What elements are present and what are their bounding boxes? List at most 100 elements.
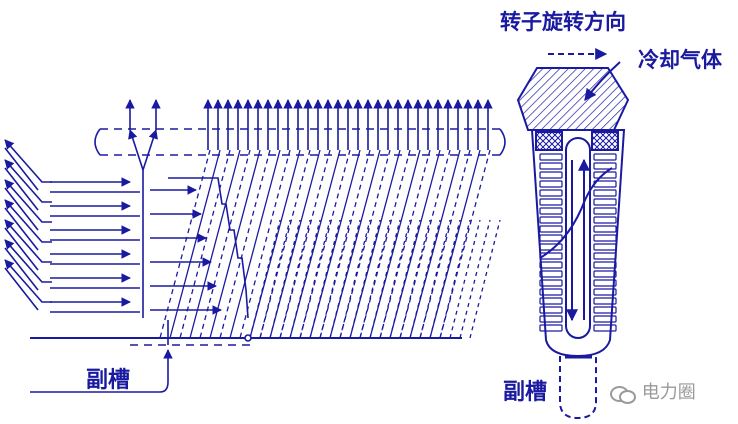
conductor-left [539, 153, 563, 161]
rotation-direction-label: 转子旋转方向 [500, 10, 626, 34]
y-outlet [125, 99, 161, 318]
inflow-line [4, 247, 39, 291]
inflow-line [4, 219, 52, 263]
sub-slot-outline [559, 356, 597, 420]
duct-line [239, 149, 291, 339]
duct-line [439, 149, 491, 339]
conductor-left [539, 189, 563, 197]
outlet-arrows [203, 99, 493, 150]
conductor-right [593, 234, 617, 242]
conductor-right [593, 288, 617, 296]
duct-line [259, 149, 311, 339]
gas-inlet-arrow [584, 61, 621, 101]
insulation-left [535, 131, 563, 151]
watermark-text: 电力圈 [641, 382, 696, 403]
duct-line [289, 149, 341, 339]
slot-wedge [516, 67, 630, 131]
duct-line [199, 149, 251, 339]
conductor-right [593, 243, 617, 251]
slot-cross-section [516, 48, 630, 420]
duct-line [319, 149, 371, 339]
inflow-line [4, 179, 52, 223]
watermark: 电力圈 [610, 378, 696, 404]
conductor-right [593, 261, 617, 269]
duct-line [339, 149, 391, 339]
channel-arrows [50, 177, 222, 315]
duct-line [379, 149, 431, 339]
conductor-left [539, 216, 563, 224]
conductor-left [539, 288, 563, 296]
duct-line [389, 149, 441, 339]
conductor-right [593, 189, 617, 197]
conductor-left [539, 171, 563, 179]
cooling-gas-label: 冷却气体 [638, 48, 722, 72]
insulation-right [591, 131, 619, 151]
duct-line [309, 149, 361, 339]
conductor-stack [539, 153, 617, 332]
flow-diagram [4, 99, 506, 393]
conductor-right [593, 162, 617, 170]
conductor-left [539, 315, 563, 323]
conductor-left [539, 162, 563, 170]
inflow-line [4, 159, 52, 203]
inflow-line [4, 139, 52, 183]
inflow-line [4, 207, 39, 251]
conductor-left [539, 270, 563, 278]
duct-line [399, 149, 451, 339]
conductor-right [593, 279, 617, 287]
duct-line [179, 149, 231, 339]
conductor-left [539, 324, 563, 332]
conductor-right [593, 306, 617, 314]
inflow-line [4, 147, 39, 191]
conductor-left [539, 297, 563, 305]
duct-line [279, 149, 331, 339]
inflow-lines [4, 139, 52, 311]
conductor-left [539, 234, 563, 242]
duct-line [409, 149, 461, 339]
conductor-right [593, 198, 617, 206]
slot-end-step [168, 177, 249, 319]
conductor-left [539, 279, 563, 287]
duct-line [349, 149, 401, 339]
conductor-right [593, 216, 617, 224]
duct-line [229, 149, 281, 339]
duct-line [299, 149, 351, 339]
duct-line [329, 149, 381, 339]
duct-line [219, 149, 271, 339]
conductor-left [539, 261, 563, 269]
wechat-icon [610, 384, 636, 404]
conductor-left [539, 252, 563, 260]
duct-line [429, 149, 481, 339]
sub-slot-label-right: 副槽 [503, 380, 548, 405]
conductor-right [593, 252, 617, 260]
conductor-right [593, 207, 617, 215]
conductor-right [593, 153, 617, 161]
conductor-left [539, 180, 563, 188]
inflow-line [4, 267, 39, 311]
inflow-line [4, 167, 39, 211]
conductor-right [593, 270, 617, 278]
duct-line-back [469, 219, 501, 339]
conductor-left [539, 207, 563, 215]
sub-slot-inlet [30, 349, 173, 393]
duct-line [159, 149, 211, 339]
duct-line [249, 149, 301, 339]
retaining-ring-dashed [94, 128, 506, 156]
flow-curve [539, 167, 613, 259]
inflow-line [4, 227, 39, 271]
duct-line [169, 149, 221, 339]
duct-line [209, 149, 261, 339]
duct-line [269, 149, 321, 339]
conductor-right [593, 324, 617, 332]
duct-line [369, 149, 421, 339]
inflow-line [4, 187, 39, 231]
conductor-left [539, 198, 563, 206]
duct-line [419, 149, 471, 339]
duct-line [359, 149, 411, 339]
diagonal-duct-field [159, 149, 501, 339]
inflow-line [4, 239, 52, 283]
sub-slot-label-left: 副槽 [86, 368, 131, 393]
conductor-right [593, 297, 617, 305]
conductor-right [593, 315, 617, 323]
